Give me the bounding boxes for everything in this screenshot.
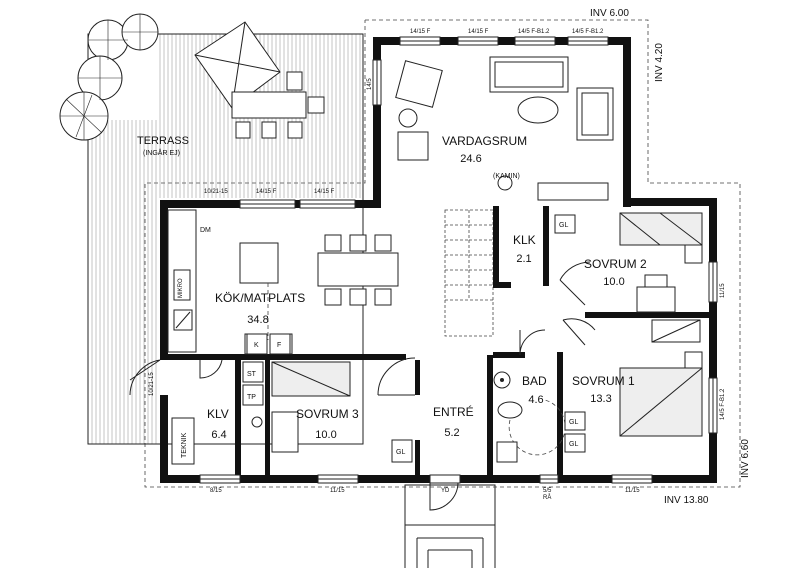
vardagsrum-name: VARDAGSRUM <box>442 134 527 148</box>
kamin-label: (KAMIN) <box>493 173 520 180</box>
fixture-label: MIKRO <box>178 278 184 298</box>
fixture-label: F <box>277 342 281 349</box>
fixture-label: K <box>254 342 259 349</box>
window-label: 14/15 F <box>314 189 335 195</box>
window-label: RÅ <box>543 494 551 501</box>
fixture-label: TEKNIK <box>181 432 188 458</box>
sovrum1-area: 13.3 <box>590 393 611 405</box>
fixture-label: TP <box>247 394 256 401</box>
klk-name: KLK <box>513 233 536 247</box>
klv-name: KLV <box>207 407 229 421</box>
fixture-label: GL <box>569 441 578 448</box>
terrace-label: TERRASS <box>137 135 189 147</box>
bad-name: BAD <box>522 374 547 388</box>
klv-area: 6.4 <box>211 429 226 441</box>
klk-area: 2.1 <box>516 253 531 265</box>
inv-bottom: INV 13.80 <box>664 495 709 506</box>
lot-outline <box>144 19 741 488</box>
entre-name: ENTRÉ <box>433 404 474 419</box>
windows <box>199 36 718 484</box>
window-label: 11/15 <box>625 488 640 494</box>
window-label: 10/21-15 <box>204 189 228 195</box>
inv-right-top: INV 4.20 <box>654 43 665 82</box>
fixture-label: DM <box>200 227 211 234</box>
window-label: 14/5 F-B1.2 <box>720 388 726 420</box>
living-room-furniture <box>395 56 614 201</box>
terrace-note: (INGÅR EJ) <box>143 148 180 157</box>
window-label: 14/5 F-B1.2 <box>572 29 604 35</box>
sovrum2-name: SOVRUM 2 <box>584 257 647 271</box>
kok-name: KÖK/MATPLATS <box>215 291 305 305</box>
fixture-boxes <box>171 214 586 465</box>
inv-right-bottom: INV 6.60 <box>740 439 751 478</box>
entre-area: 5.2 <box>444 427 459 439</box>
window-label: 14/15 F <box>256 189 277 195</box>
sovrum2-area: 10.0 <box>603 276 624 288</box>
bad-area: 4.6 <box>528 394 543 406</box>
sovrum3-name: SOVRUM 3 <box>296 407 359 421</box>
window-label: 11/15 <box>330 488 345 494</box>
entrance-door <box>429 474 461 511</box>
vardagsrum-area: 24.6 <box>460 153 481 165</box>
window-label: 5/5 <box>543 488 552 494</box>
fixture-label: ST <box>247 371 257 378</box>
fixture-label: GL <box>396 449 405 456</box>
window-label: 14/15 F <box>468 29 489 35</box>
terrace-dining-set <box>231 71 325 139</box>
window-label: 14/5 <box>367 78 373 90</box>
klv-basin-icon <box>251 416 263 428</box>
entrance-stairs <box>404 484 496 568</box>
internal-staircase <box>444 209 494 337</box>
sovrum3-area: 10.0 <box>315 429 336 441</box>
fixture-label: GL <box>559 222 568 229</box>
window-label: 11/15 <box>720 283 726 298</box>
fixture-label: GL <box>569 419 578 426</box>
bath-fixtures <box>251 371 566 463</box>
window-label: 10/21-15 <box>149 372 155 396</box>
window-label: 8/15 <box>210 488 222 494</box>
beds <box>271 212 703 453</box>
entrance-door-label: YD <box>441 488 450 494</box>
window-label: 14/15 F <box>410 29 431 35</box>
inv-top: INV 6.00 <box>590 8 629 19</box>
window-label: 14/5 F-B1.2 <box>518 29 550 35</box>
door-swings <box>129 261 596 396</box>
kok-area: 34.8 <box>247 314 268 326</box>
sovrum1-name: SOVRUM 1 <box>572 374 635 388</box>
tree-icons <box>59 13 159 141</box>
